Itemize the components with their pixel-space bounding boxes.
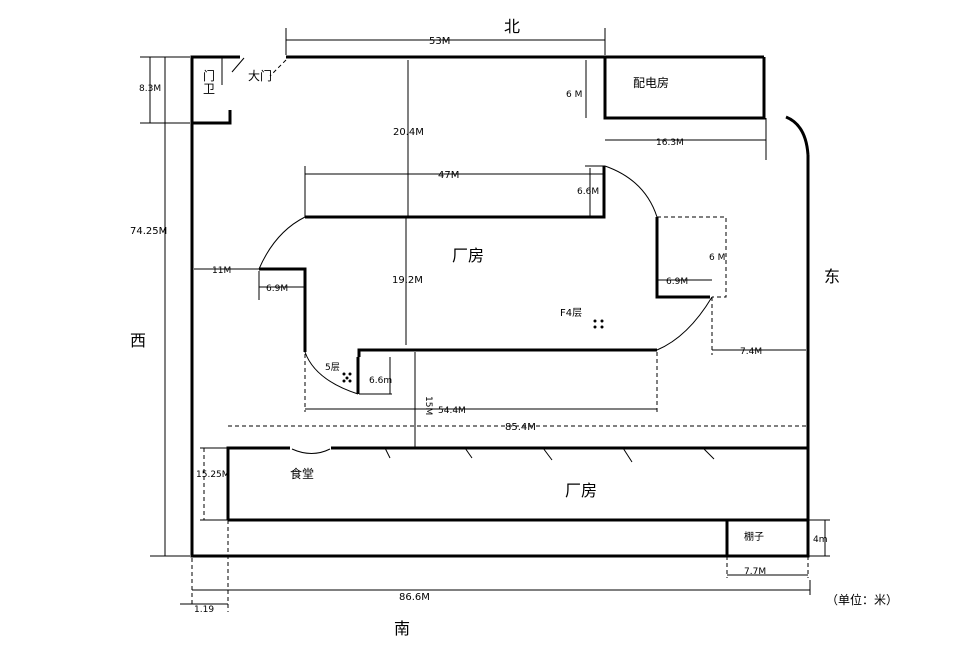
dim-85-4: 85.4M [505, 422, 536, 433]
guard-room: 门 卫 [192, 57, 245, 125]
main-workshop-label: 厂房 [452, 246, 484, 265]
stair-icon-5 [342, 372, 352, 383]
dim-8-3: 8.3M [139, 84, 161, 94]
dim-6-6-notch: 6.6M [577, 187, 599, 197]
power-room: 配电房 [603, 57, 766, 120]
dim-6-6-sw: 6.6m [369, 376, 392, 386]
dimension-lines: 53M 8.3M 74.25M 6 M 20.4M 16.3M 47M 6.6M… [130, 28, 830, 615]
dim-6-9-left: 6.9M [266, 284, 288, 294]
shed-label: 棚子 [744, 530, 764, 543]
dim-15: 15M [423, 396, 433, 415]
south-workshop: 厂房 食堂 [226, 446, 808, 522]
dim-7-7: 7.7M [744, 567, 766, 577]
dim-20-4: 20.4M [393, 127, 424, 138]
guard-room-label-2: 卫 [203, 82, 215, 96]
main-workshop: 厂房 F4层 5层 [258, 165, 713, 395]
dim-54-4: 54.4M [438, 406, 466, 416]
compass-east: 东 [824, 267, 840, 286]
guard-room-label-1: 门 [203, 68, 215, 83]
dim-6-north: 6 M [566, 90, 582, 100]
canteen-label: 食堂 [290, 466, 314, 481]
site-boundary [190, 55, 810, 558]
dim-7-4: 7.4M [740, 347, 762, 357]
compass-west: 西 [130, 331, 146, 350]
dim-11: 11M [212, 266, 231, 276]
compass-north: 北 [504, 17, 520, 36]
dim-47: 47M [438, 170, 459, 181]
dim-16-3: 16.3M [656, 138, 684, 148]
dim-4-shed: 4m [813, 535, 828, 545]
power-room-label: 配电房 [633, 75, 669, 90]
compass-labels: 北 南 东 西 [130, 17, 840, 638]
dim-53: 53M [429, 36, 450, 47]
main-gate-label: 大门 [248, 68, 272, 83]
unit-note: （单位：米） [826, 592, 898, 607]
dim-74-25: 74.25M [130, 226, 167, 237]
dim-1-19: 1.19 [194, 605, 214, 615]
shed: 棚子 [725, 520, 764, 556]
compass-south: 南 [394, 619, 410, 638]
stair-icon-f4 [593, 319, 604, 329]
main-gate: 大门 [248, 59, 287, 83]
dim-15-25: 15.25M [196, 470, 230, 480]
dim-6-right: 6 M [709, 253, 725, 263]
south-workshop-label: 厂房 [565, 481, 597, 500]
dim-19-2: 19.2M [392, 275, 423, 286]
floor-5-label: 5层 [325, 362, 340, 373]
dim-6-9-right: 6.9M [666, 277, 688, 287]
dim-86-6: 86.6M [399, 592, 430, 603]
floor-f4-label: F4层 [560, 307, 582, 319]
